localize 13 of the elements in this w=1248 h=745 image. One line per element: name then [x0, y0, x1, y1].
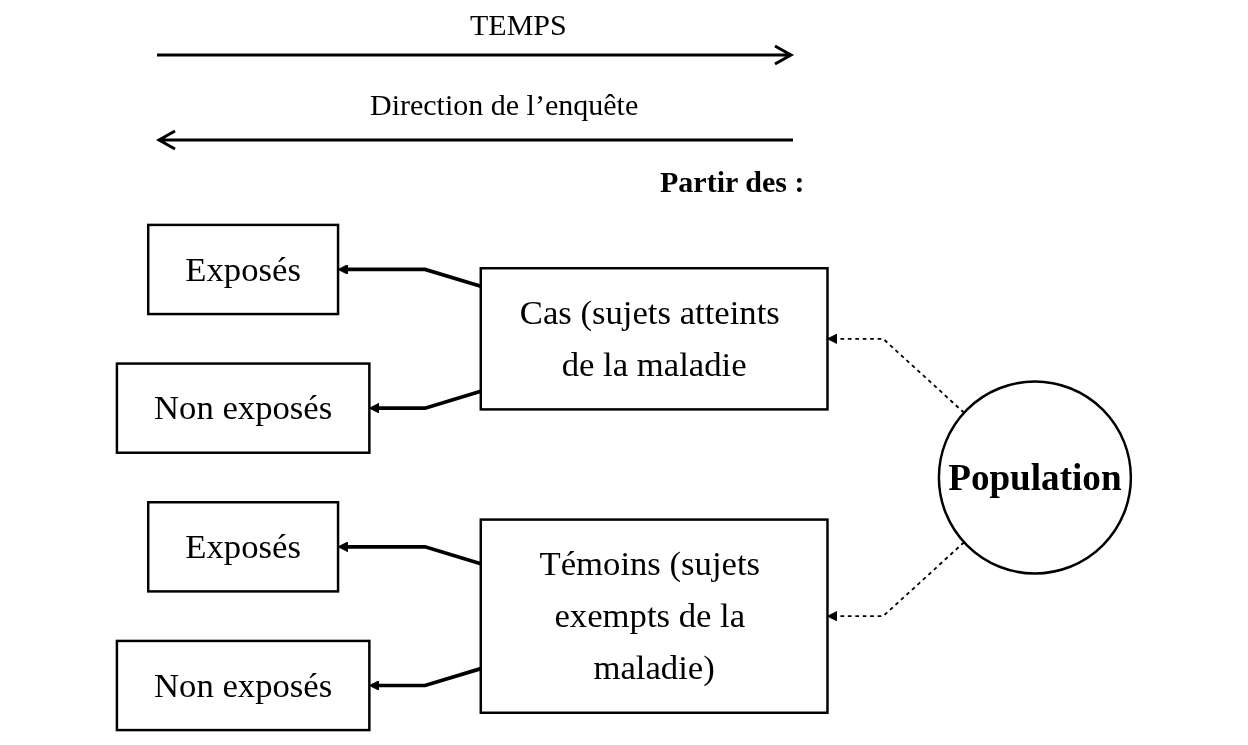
heading-text: Partir des : — [660, 165, 805, 199]
axis-label: TEMPS — [470, 8, 567, 42]
node-box — [115, 639, 371, 732]
axis-label: Direction de l’enquête — [370, 88, 639, 122]
arrow — [827, 541, 966, 622]
node-box — [479, 267, 829, 411]
node-box — [147, 223, 340, 316]
flowchart: Exposés Non exposés Cas (sujets atteints de la maladie Population Exposés Non exposés Témoins (sujets exempts de la maladie) — [107, 215, 1141, 740]
node-box — [115, 362, 371, 454]
arrow — [827, 333, 966, 414]
node-box — [479, 518, 829, 714]
node-box — [147, 501, 340, 593]
node-circle — [937, 380, 1133, 575]
